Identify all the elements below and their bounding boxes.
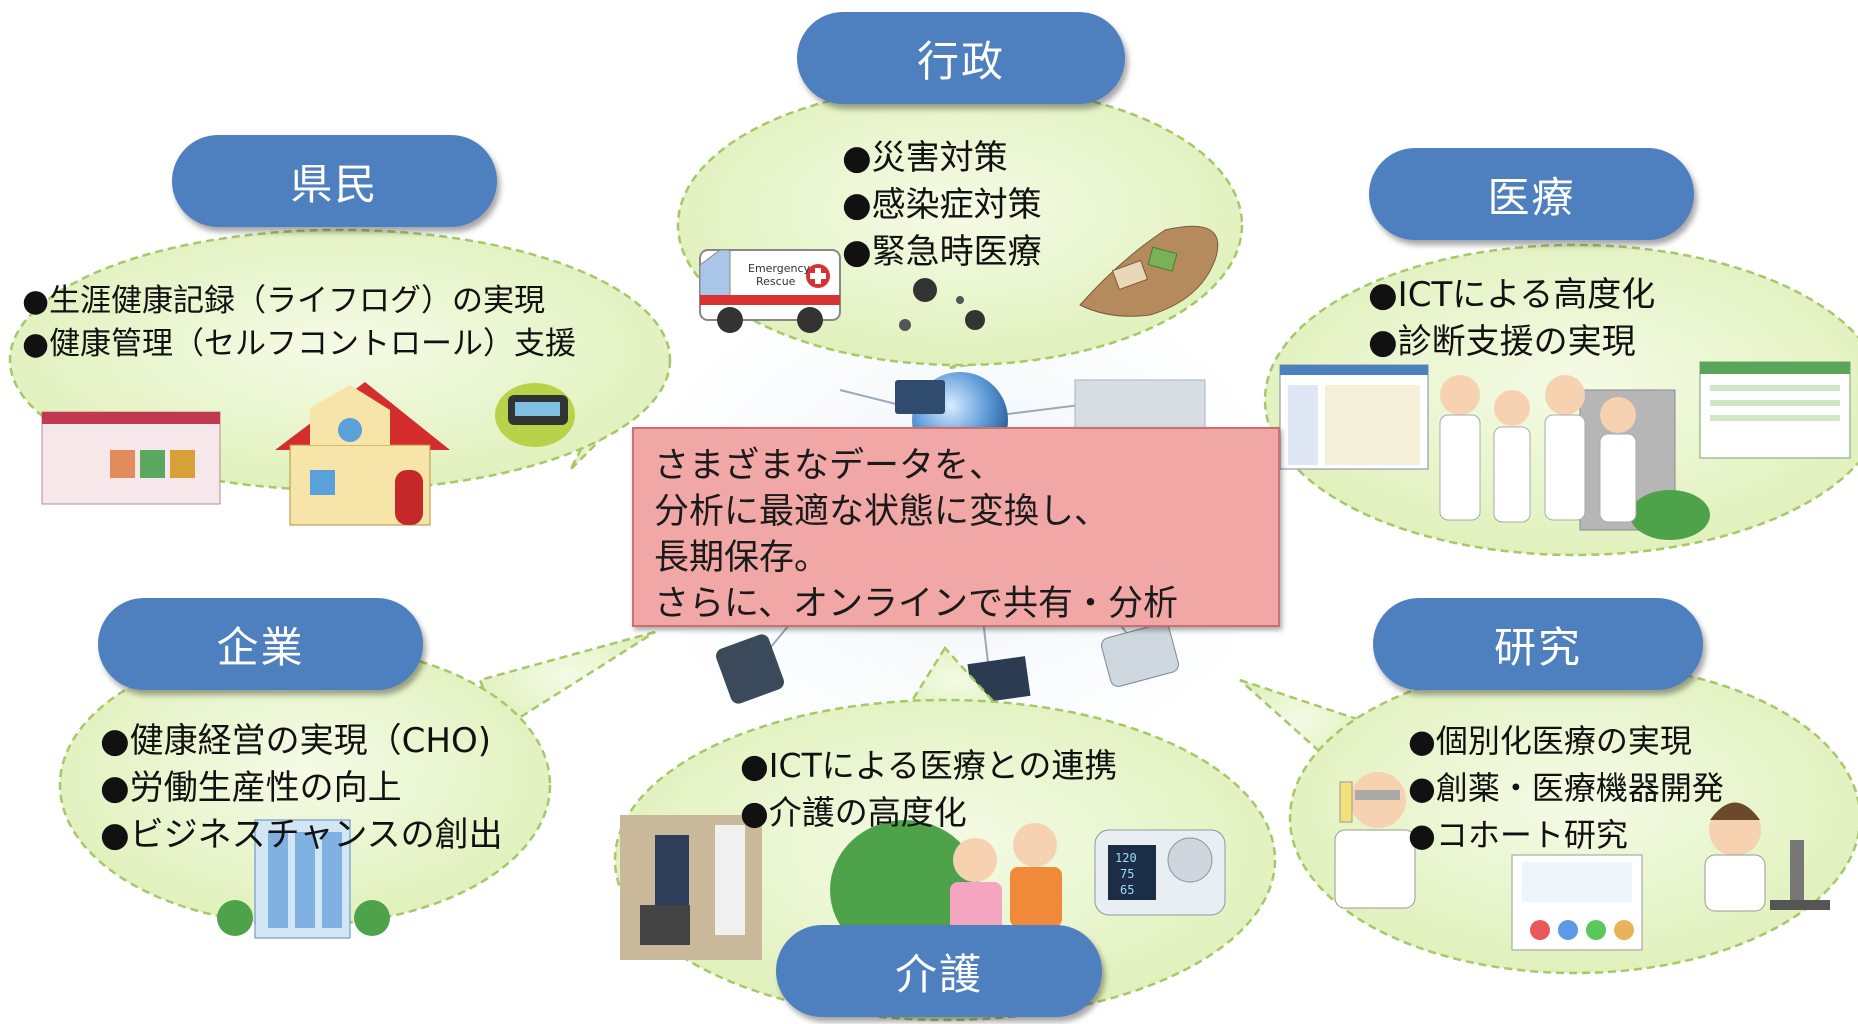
walking-assist-photo: [620, 815, 762, 960]
items-gyousei: 災害対策 感染症対策 緊急時医療: [842, 135, 1042, 276]
items-iryou: ICTによる高度化 診断支援の実現: [1368, 272, 1656, 366]
items-kenmin: 生涯健康記録（ライフログ）の実現 健康管理（セルフコントロール）支援: [22, 280, 576, 366]
bp-pulse-text: 65: [1120, 883, 1134, 897]
ambulance-rescue-text: Rescue: [756, 275, 796, 288]
list-item: 介護の高度化: [740, 789, 1117, 836]
label-kenkyuu: 研究: [1373, 598, 1703, 690]
list-item: 健康経営の実現（CHO): [100, 718, 503, 765]
label-iryou: 医療: [1369, 148, 1694, 240]
label-gyousei: 行政: [797, 12, 1125, 104]
center-line: 長期保存。: [654, 538, 830, 578]
label-kaigo: 介護: [776, 925, 1102, 1017]
list-item: ICTによる高度化: [1368, 272, 1656, 319]
center-message-box: さまざまなデータを、 分析に最適な状態に変換し、 長期保存。 さらに、オンライン…: [632, 427, 1280, 627]
center-line: さまざまなデータを、: [654, 446, 1005, 486]
blood-pressure-monitor-icon: 120 75 65: [1094, 829, 1226, 916]
medical-system-screenshot: [1279, 364, 1429, 470]
analysis-chart-screenshot: [1511, 854, 1643, 951]
ambulance-emergency-text: Emergency: [748, 262, 811, 275]
disaster-landslide-icon: [1079, 225, 1219, 317]
label-kenmin: 県民: [172, 135, 497, 227]
server-icon: [1074, 379, 1206, 437]
list-item: ICTによる医療との連携: [740, 742, 1118, 789]
laptop-icon: [895, 380, 945, 414]
medical-staff-illustration: [1439, 375, 1710, 540]
items-kenkyuu: 個別化医療の実現 創薬・医療機器開発 コホート研究: [1408, 718, 1724, 859]
bp-diastolic-text: 75: [1120, 867, 1134, 881]
items-kaigo: ICTによる医療との連携 介護の高度化: [740, 742, 1118, 836]
list-item: 健康管理（セルフコントロール）支援: [22, 323, 576, 366]
label-kigyou: 企業: [98, 598, 423, 690]
bp-systolic-text: 120: [1115, 851, 1137, 865]
mobile-phone-icon: [716, 634, 784, 704]
list-item: ビジネスチャンスの創出: [100, 812, 503, 859]
lifelog-app-screenshot: [41, 411, 221, 505]
diagnosis-support-screenshot: [1699, 361, 1851, 459]
ambulance-icon: Emergency Rescue: [699, 249, 841, 333]
list-item: 災害対策: [842, 135, 1042, 182]
list-item: 緊急時医療: [842, 229, 1042, 276]
researcher-illustration: [1334, 772, 1416, 909]
center-line: さらに、オンラインで共有・分析: [654, 584, 1178, 624]
wearable-device-icon: [495, 383, 575, 447]
smartphone-icon: [1101, 623, 1179, 687]
list-item: コホート研究: [1408, 812, 1724, 859]
list-item: 診断支援の実現: [1368, 319, 1655, 366]
list-item: 生涯健康記録（ライフログ）の実現: [22, 280, 576, 323]
items-kigyou: 健康経営の実現（CHO) 労働生産性の向上 ビジネスチャンスの創出: [100, 718, 503, 859]
center-line: 分析に最適な状態に変換し、: [654, 492, 1110, 532]
list-item: 労働生産性の向上: [100, 765, 503, 812]
house-icon: [275, 382, 450, 526]
list-item: 個別化医療の実現: [1408, 718, 1724, 765]
virus-icon: [899, 278, 985, 331]
list-item: 創薬・医療機器開発: [1408, 765, 1724, 812]
list-item: 感染症対策: [842, 182, 1042, 229]
